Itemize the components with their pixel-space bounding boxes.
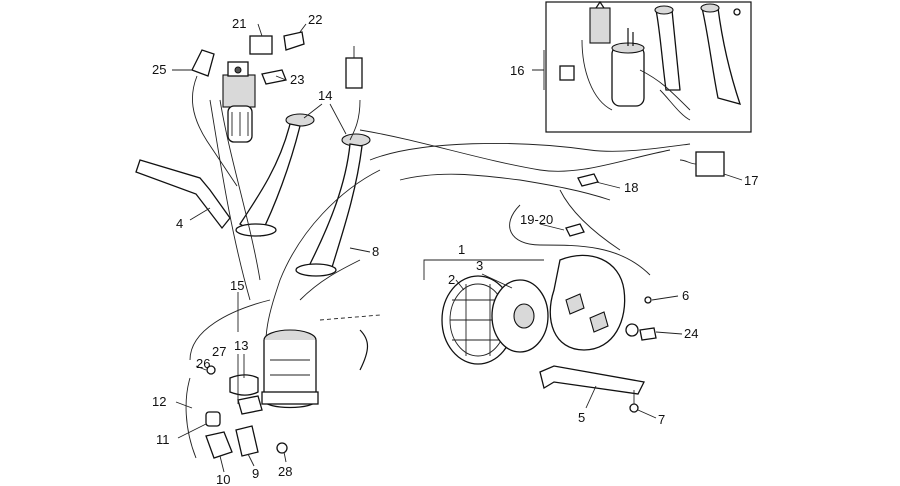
bracket-23 xyxy=(261,69,287,85)
clip-27 xyxy=(229,374,259,396)
cap-25 xyxy=(191,49,215,77)
label-7: 7 xyxy=(658,412,665,427)
inset-relay-icon xyxy=(559,65,575,81)
lamp-bracket xyxy=(539,365,645,395)
label-4: 4 xyxy=(176,216,183,231)
clip-24 xyxy=(639,327,657,341)
part-11 xyxy=(205,411,221,427)
label-14: 14 xyxy=(318,88,332,103)
label-12: 12 xyxy=(152,394,166,409)
label-13: 13 xyxy=(234,338,248,353)
label-1: 1 xyxy=(458,242,465,257)
label-24: 24 xyxy=(684,326,698,341)
coil xyxy=(261,329,319,409)
label-18: 18 xyxy=(624,180,638,195)
label-5: 5 xyxy=(578,410,585,425)
relay-21 xyxy=(249,35,273,55)
leader-lines xyxy=(172,23,743,473)
connector-19-20 xyxy=(565,223,585,237)
bracket-22 xyxy=(283,31,305,51)
label-27: 27 xyxy=(212,344,226,359)
inset-horn-right-icon xyxy=(701,7,742,105)
connector-18 xyxy=(577,173,599,187)
nut-28 xyxy=(276,442,288,454)
horn-right xyxy=(295,133,371,277)
screw-6 xyxy=(644,296,652,304)
left-bracket xyxy=(135,159,231,230)
label-9: 9 xyxy=(252,466,259,481)
label-21: 21 xyxy=(232,16,246,31)
label-28: 28 xyxy=(278,464,292,479)
label-6: 6 xyxy=(682,288,689,303)
clip-26 xyxy=(206,365,216,375)
filter-unit xyxy=(222,61,256,143)
label-22: 22 xyxy=(308,12,322,27)
inset-horn-left-icon xyxy=(655,9,681,91)
label-11: 11 xyxy=(156,432,170,447)
label-8: 8 xyxy=(372,244,379,259)
headlamp-reflector xyxy=(491,279,549,353)
label-2: 2 xyxy=(448,272,455,287)
top-connector xyxy=(345,57,363,89)
headlamp-shell xyxy=(549,254,639,351)
label-3: 3 xyxy=(476,258,483,273)
part-labels: 21 22 25 23 14 4 8 15 27 13 26 12 11 10 … xyxy=(152,12,758,486)
label-19-20: 19-20 xyxy=(520,212,553,227)
relay-17 xyxy=(695,151,725,177)
label-15: 15 xyxy=(230,278,244,293)
label-17: 17 xyxy=(744,173,758,188)
label-10: 10 xyxy=(216,472,230,486)
inset-panel xyxy=(545,0,752,133)
clip-13 xyxy=(237,395,263,415)
part-10 xyxy=(205,431,233,459)
nut-7 xyxy=(629,403,639,413)
label-25: 25 xyxy=(152,62,166,77)
label-16: 16 xyxy=(510,63,524,78)
horn-left xyxy=(235,113,315,237)
label-26: 26 xyxy=(196,356,210,371)
part-9 xyxy=(235,425,259,457)
label-23: 23 xyxy=(290,72,304,87)
